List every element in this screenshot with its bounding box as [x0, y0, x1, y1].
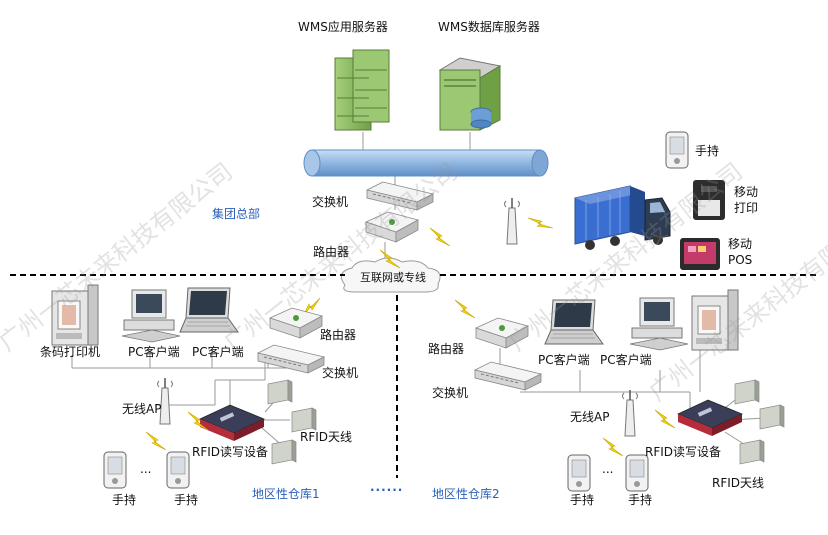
w1-rfid-reader-icon	[199, 404, 265, 442]
wms-db-server-icon	[438, 57, 502, 131]
w2-rfid-reader-icon	[677, 399, 743, 437]
wms-app-server-icon	[334, 49, 390, 131]
ellipsis: ...	[140, 462, 152, 476]
wireless-ap-label: 无线AP	[570, 410, 610, 424]
handheld-label: 手持	[695, 144, 720, 158]
lightning-icon	[429, 227, 451, 247]
handheld-label: 手持	[628, 493, 653, 507]
rfid-antenna-icon	[291, 407, 317, 433]
pc-client-label: PC客户端	[600, 353, 652, 367]
rfid-reader-label: RFID读写设备	[645, 445, 722, 459]
w2-router-label: 路由器	[428, 342, 465, 356]
handheld-icon	[103, 451, 127, 489]
w1-switch-icon	[257, 344, 325, 374]
dots-between: ......	[370, 480, 404, 494]
handheld-label: 手持	[570, 493, 595, 507]
handheld-label: 手持	[112, 493, 137, 507]
lightning-icon	[527, 210, 554, 236]
handheld-icon	[166, 451, 190, 489]
barcode-printer-label: 条码打印机	[40, 345, 101, 359]
w1-switch-label: 交换机	[322, 366, 359, 380]
backbone-pipe	[303, 149, 549, 177]
handheld-icon	[567, 454, 591, 492]
w2-ap-icon	[621, 389, 639, 437]
handheld-icon	[665, 131, 689, 169]
mobile-pos-icon	[680, 238, 720, 270]
rfid-antenna-icon	[271, 439, 297, 465]
internet-label: 互联网或专线	[360, 271, 426, 284]
rfid-antenna-label: RFID天线	[300, 430, 353, 444]
truck-icon	[574, 185, 671, 250]
handheld-icon	[625, 454, 649, 492]
lightning-icon	[145, 431, 167, 451]
hq-router-label: 路由器	[313, 245, 350, 259]
pc-icon	[121, 289, 181, 343]
rfid-antenna-icon	[267, 379, 293, 405]
hq-switch-label: 交换机	[312, 195, 349, 209]
group-hq-label: 集团总部	[212, 207, 261, 221]
pc-client-label: PC客户端	[538, 353, 590, 367]
rfid-antenna-label: RFID天线	[712, 476, 765, 490]
wireless-ap-label: 无线AP	[122, 402, 162, 416]
rfid-antenna-icon	[734, 379, 760, 405]
mobile-print-label: 移动打印	[734, 185, 759, 215]
mobile-pos-label: 移动POS	[728, 237, 753, 267]
rfid-reader-label: RFID读写设备	[192, 445, 269, 459]
warehouse-1-label: 地区性仓库1	[252, 487, 320, 501]
wms-db-server-label: WMS数据库服务器	[438, 20, 540, 34]
lightning-icon	[602, 437, 624, 457]
pc-client-label: PC客户端	[128, 345, 180, 359]
handheld-label: 手持	[174, 493, 199, 507]
w1-ap-icon	[156, 377, 174, 425]
pc-client-label: PC客户端	[192, 345, 244, 359]
warehouse-2-label: 地区性仓库2	[432, 487, 500, 501]
rfid-antenna-icon	[759, 404, 785, 430]
ellipsis: ...	[602, 462, 614, 476]
hq-ap-icon	[503, 197, 521, 245]
cloud-icon	[340, 257, 441, 293]
lightning-icon	[654, 409, 676, 429]
w1-router-label: 路由器	[320, 328, 357, 342]
lightning-icon	[454, 299, 476, 319]
rfid-antenna-icon	[739, 439, 765, 465]
wms-app-server-label: WMS应用服务器	[298, 20, 388, 34]
w2-switch-icon	[474, 361, 542, 391]
w2-switch-label: 交换机	[432, 386, 469, 400]
mobile-printer-icon	[693, 180, 725, 220]
pc-icon	[629, 297, 689, 351]
